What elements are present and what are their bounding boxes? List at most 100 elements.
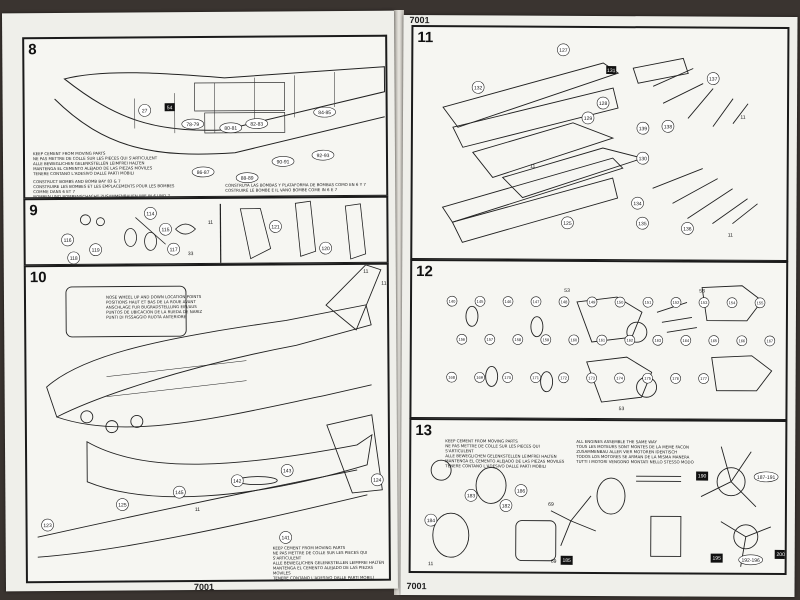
svg-text:117: 117 [170,247,178,253]
svg-text:92-93: 92-93 [317,153,330,159]
callout-11: 11 [428,561,433,567]
callout-177: 177 [698,373,709,384]
cement-warning-10: KEEP CEMENT FROM MOVING PARTS NE PAS MET… [272,544,385,581]
svg-text:170: 170 [504,375,511,380]
callout-187-191: 187-191 [753,471,779,483]
callout-182: 182 [499,499,513,512]
callout-148: 148 [558,296,570,308]
callout-173: 173 [586,372,597,384]
callout-165: 165 [708,335,720,346]
instruction-page-left: 8 27 54 78-79 80-81 82-83 84-85 86-87 88… [1,10,399,593]
svg-text:84-85: 84-85 [318,110,331,116]
fuselage-assembly-drawing: 123 124 125 141 142 143 145 11 11 11 [37,264,387,558]
callout-163: 163 [652,335,664,346]
svg-text:166: 166 [738,338,745,343]
callout-132: 132 [471,81,485,94]
svg-text:80-81: 80-81 [224,126,237,132]
svg-text:169: 169 [476,375,483,380]
callout-151: 151 [642,296,654,308]
callout-134: 134 [631,196,644,210]
instruction-page-right: 7001 11 127 128 129 130 131 132 [400,14,798,598]
svg-text:128: 128 [599,101,608,107]
callout-118: 118 [67,251,80,265]
callout-138: 138 [661,120,675,133]
svg-text:190: 190 [698,474,707,480]
callout-90-91: 90-91 [271,156,295,167]
page-number-left: 7001 [193,581,215,593]
svg-text:174: 174 [616,376,623,381]
callout-195: 195 [710,553,723,563]
svg-text:152: 152 [673,300,680,305]
svg-text:168: 168 [448,375,455,380]
callout-120: 120 [319,241,332,255]
callout-117: 117 [167,242,180,256]
svg-text:158: 158 [514,337,521,342]
callout-53: 53 [699,289,705,295]
svg-text:139: 139 [639,126,648,132]
svg-text:137: 137 [709,77,718,83]
callout-11: 11 [740,115,745,121]
callout-84-85: 84-85 [313,106,336,118]
callout-131: 131 [606,66,617,75]
svg-text:90-91: 90-91 [277,159,290,165]
cement-warning-13: KEEP CEMENT FROM MOVING PARTS NE PAS MET… [445,438,565,469]
callout-130: 130 [636,151,650,165]
svg-text:148: 148 [561,299,568,304]
callout-200: 200 [774,549,787,559]
svg-text:132: 132 [474,85,483,91]
step-13-panel: 13 182 183 184 185 186 [408,418,788,575]
callout-172: 172 [558,372,569,384]
callout-115: 115 [159,222,172,236]
engines-same-way-note: ALL ENGINES ASSEMBLE THE SAME WAY TOUS L… [576,438,694,465]
engine-propeller-drawing: 182 183 184 185 186 187-191 190 192-196 … [424,446,787,567]
callout-143: 143 [280,464,294,477]
svg-text:187-191: 187-191 [757,475,776,481]
callout-174: 174 [614,372,625,384]
svg-text:127: 127 [559,48,568,54]
step-10-panel: 10 123 124 125 141 142 143 [23,262,391,584]
callout-137: 137 [706,72,720,85]
svg-text:157: 157 [486,337,493,342]
svg-text:150: 150 [617,300,624,305]
bomb-bay-note-left: CONSTRUCT BOMBS AND BOMB BAY 83 & 7 CONS… [33,178,175,200]
svg-text:159: 159 [542,337,549,342]
callout-169: 169 [474,372,485,383]
svg-text:125: 125 [563,221,572,227]
svg-text:153: 153 [701,300,708,305]
callout-121: 121 [269,220,282,233]
callout-53: 53 [564,288,570,294]
svg-text:124: 124 [373,478,382,484]
callout-166: 166 [736,335,748,347]
svg-text:183: 183 [467,493,476,499]
callout-136: 136 [681,222,694,235]
callout-155: 155 [754,297,766,309]
svg-text:182: 182 [502,503,511,509]
callout-149: 149 [586,296,598,308]
callout-125: 125 [561,216,574,230]
svg-text:120: 120 [321,246,330,252]
callout-162: 162 [624,334,636,346]
svg-text:86-87: 86-87 [197,170,210,176]
svg-text:138: 138 [664,124,673,130]
callout-129: 129 [581,111,595,125]
callout-69: 69 [548,502,554,508]
svg-text:27: 27 [142,108,148,114]
svg-text:143: 143 [283,468,292,474]
svg-text:162: 162 [626,338,633,343]
svg-text:173: 173 [588,375,595,380]
callout-11: 11 [381,281,386,287]
svg-text:134: 134 [633,201,642,207]
callout-164: 164 [680,335,692,346]
callout-82-83: 82-83 [245,118,269,129]
svg-text:172: 172 [560,375,567,380]
nose-wheel-note: NOSE WHEEL UP AND DOWN LOCATION POINTS P… [105,293,203,320]
svg-text:145: 145 [477,299,484,304]
svg-text:115: 115 [161,227,169,233]
page-number-bottom-right: 7001 [406,580,427,592]
svg-text:130: 130 [639,156,648,162]
svg-text:78-79: 78-79 [186,122,199,128]
step-8-panel: 8 27 54 78-79 80-81 82-83 84-85 86-87 88… [22,34,389,200]
